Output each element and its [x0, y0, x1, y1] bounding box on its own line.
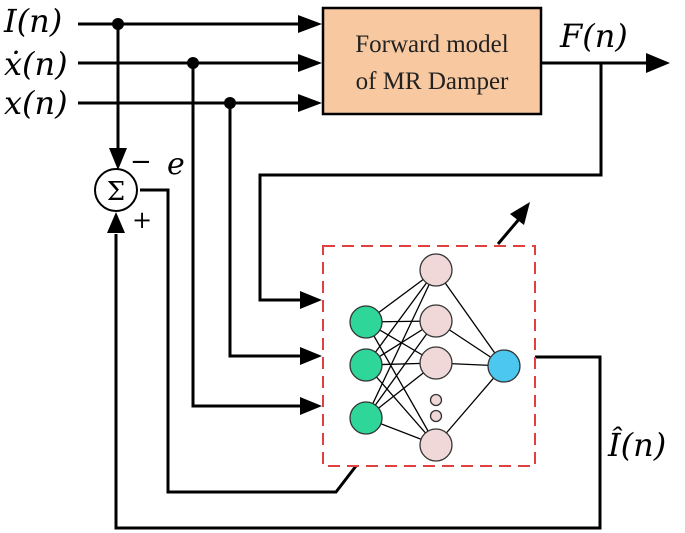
network-output-node — [487, 349, 521, 383]
arrowhead-velocity-to-model — [298, 54, 322, 72]
network-nodes — [349, 253, 521, 462]
network-frame — [322, 245, 536, 467]
error-label: e — [167, 147, 185, 182]
network-edge-input-1-hidden-3 — [365, 364, 437, 446]
input-label-displacement: x(n) — [4, 84, 68, 122]
network-hidden-node-4 — [419, 428, 453, 462]
wire-displacement-to-network — [228, 103, 302, 358]
sign-plus: + — [132, 206, 152, 234]
network-edge-hidden-0-output — [435, 269, 505, 367]
summing-symbol: Σ — [107, 177, 125, 207]
arrowhead-current-to-model — [298, 15, 322, 33]
wire-error-to-network — [140, 188, 358, 494]
network-hidden-node-2 — [419, 304, 453, 338]
estimate-label: Î(n) — [607, 426, 666, 464]
wire-adaptation-arrow — [496, 217, 522, 245]
forward-model-block — [321, 6, 543, 116]
wire-velocity-to-network — [191, 63, 302, 408]
network-hidden-ellipsis-dot-2 — [429, 409, 443, 423]
network-edge-input-2-hidden-0 — [365, 269, 437, 419]
forward-model-label-line1: Forward model — [355, 31, 508, 58]
arrowhead-force-output — [646, 53, 670, 73]
arrowhead-displacement-to-model — [298, 94, 322, 112]
network-hidden-ellipsis-dot-1 — [429, 393, 443, 407]
arrowhead-current-to-sum — [109, 148, 127, 170]
network-input-node-2 — [349, 348, 383, 382]
arrowhead-velocity-to-network — [300, 397, 322, 415]
network-edge-hidden-3-output — [435, 365, 505, 446]
wire-estimate-feedback — [114, 234, 602, 530]
arrowhead-force-to-network — [300, 291, 322, 309]
network-hidden-node-3 — [419, 346, 453, 380]
network-input-node-1 — [349, 305, 383, 339]
wire-force-to-network — [258, 63, 603, 302]
arrowhead-estimate-to-sum — [107, 212, 125, 233]
network-edge-input-2-hidden-1 — [365, 320, 437, 419]
summing-junction — [94, 168, 138, 212]
sign-minus: − — [130, 147, 152, 177]
forward-model-label-line2: of MR Damper — [356, 68, 509, 95]
network-edge-input-0-hidden-3 — [365, 321, 437, 446]
network-hidden-node-1 — [419, 253, 453, 287]
input-label-current: I(n) — [3, 2, 62, 40]
network-input-node-3 — [349, 401, 383, 435]
input-label-velocity: ẋ(n) — [4, 45, 68, 83]
output-label-force: F(n) — [559, 17, 628, 55]
arrowhead-adaptation — [510, 202, 530, 225]
arrowhead-displacement-to-network — [300, 347, 322, 365]
network-edge-input-1-hidden-0 — [365, 269, 437, 366]
